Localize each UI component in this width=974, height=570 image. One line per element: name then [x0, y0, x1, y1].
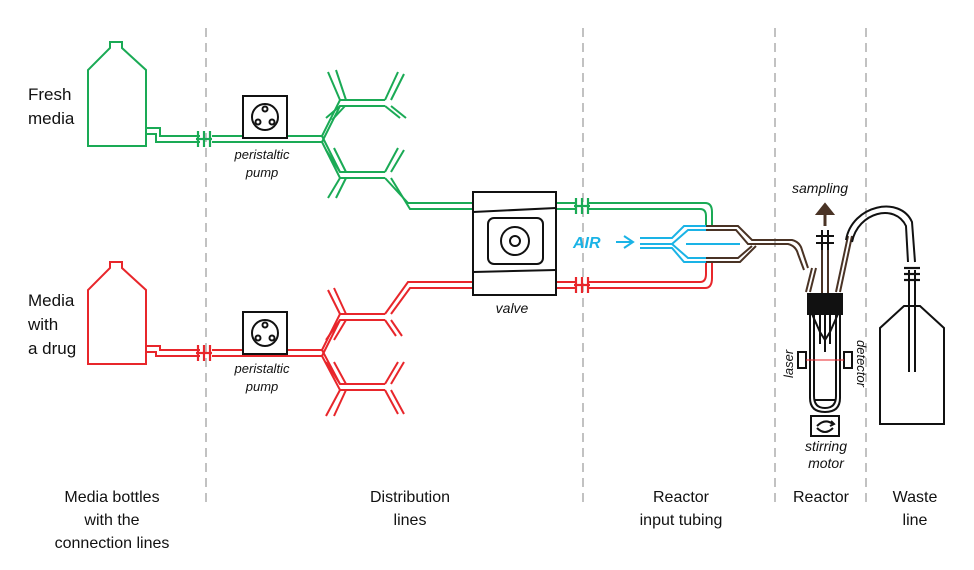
- section-title-bottles: connection lines: [55, 535, 170, 552]
- valve-icon: [472, 191, 557, 296]
- section-title-distribution: lines: [394, 512, 427, 529]
- bottle-icon: [87, 261, 147, 365]
- waste-bottle-icon: [879, 305, 945, 425]
- drug-media-label: Media: [28, 291, 75, 310]
- stirring-motor-icon: [810, 415, 840, 437]
- peristaltic-pump-icon: [242, 311, 288, 355]
- section-title-waste: Waste: [893, 489, 938, 506]
- reactor-input-tubing: [706, 225, 853, 296]
- pump-labels: peristaltic pump peristaltic pump: [234, 147, 290, 394]
- stirring-label: stirring: [805, 438, 847, 454]
- pump-label: peristaltic: [234, 361, 290, 376]
- air-arrow-icon: [616, 235, 635, 249]
- drug-media-label: with: [27, 315, 58, 334]
- connector-icon: [196, 345, 212, 361]
- pump-label: pump: [245, 379, 279, 394]
- sampling-label: sampling: [792, 180, 848, 196]
- section-title-waste: line: [903, 512, 928, 529]
- section-title-input: Reactor: [653, 489, 710, 506]
- air-label: AIR: [572, 235, 601, 252]
- fresh-media-label: media: [28, 109, 75, 128]
- laser-label: laser: [781, 349, 796, 378]
- section-dividers: [205, 28, 867, 505]
- fresh-media-line: [87, 41, 713, 226]
- air-line: [616, 225, 740, 263]
- drug-media-line: [87, 261, 713, 417]
- section-title-input: input tubing: [640, 512, 723, 529]
- sampling-arrow-icon: [814, 202, 836, 226]
- fresh-media-label: Fresh: [28, 85, 71, 104]
- connector-icon: [574, 198, 590, 214]
- connector-icon: [196, 131, 212, 147]
- labels: Fresh media Media with a drug: [27, 85, 76, 358]
- waste-line: [845, 205, 945, 425]
- detector-label: detector: [854, 340, 869, 388]
- connector-icon: [904, 266, 920, 282]
- section-title-distribution: Distribution: [370, 489, 450, 506]
- pump-label: pump: [245, 165, 279, 180]
- stirring-label: motor: [808, 455, 845, 471]
- pump-label: peristaltic: [234, 147, 290, 162]
- drug-media-label: a drug: [28, 339, 76, 358]
- peristaltic-pump-icon: [242, 95, 288, 139]
- section-title-bottles: with the: [83, 512, 139, 529]
- valve-label: valve: [496, 300, 529, 316]
- bottle-icon: [87, 41, 147, 147]
- section-title-bottles: Media bottles: [64, 489, 159, 506]
- section-title-reactor: Reactor: [793, 489, 850, 506]
- reactor: [797, 202, 853, 437]
- section-titles: Media bottles with the connection lines …: [55, 489, 938, 552]
- connector-icon: [574, 277, 590, 293]
